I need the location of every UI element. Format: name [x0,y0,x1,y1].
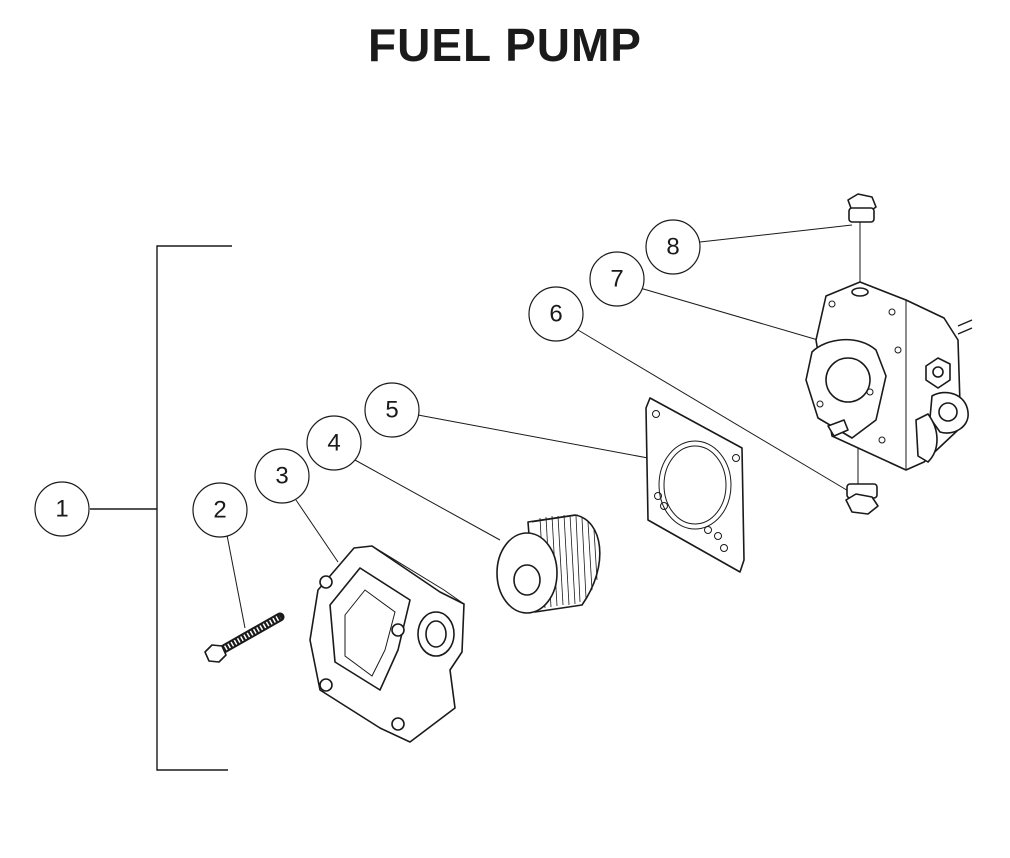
callout-6: 6 [528,286,584,342]
leader-2 [225,529,246,629]
callout-1-label: 1 [55,496,68,523]
leader-3 [295,499,339,563]
page-title: FUEL PUMP [368,19,642,71]
callout-2-label: 2 [213,497,226,524]
leader-8 [699,224,853,243]
leader-4 [354,459,501,541]
filter-part [496,514,601,614]
leader-lines [225,222,861,629]
assembly-bracket [90,245,232,771]
callout-3: 3 [254,448,310,504]
callout-7: 7 [589,251,645,307]
leader-5 [417,414,649,459]
pump-body-part [805,281,973,471]
callout-7-label: 7 [610,266,623,293]
cover-part [309,545,465,743]
top-plug-part [847,193,877,223]
callout-4-label: 4 [327,430,340,457]
bolt-part [204,612,285,663]
callout-1: 1 [34,481,90,537]
callout-5-label: 5 [385,397,398,424]
bottom-plug-part [845,483,879,515]
leader-7 [639,287,819,341]
callout-2: 2 [192,482,248,538]
callout-5: 5 [364,382,420,438]
callout-4: 4 [306,415,362,471]
callout-8-label: 8 [666,234,679,261]
callout-3-label: 3 [275,463,288,490]
leader-6 [577,329,851,493]
gasket-part [645,397,745,573]
callout-8: 8 [645,219,701,275]
callout-6-label: 6 [549,301,562,328]
